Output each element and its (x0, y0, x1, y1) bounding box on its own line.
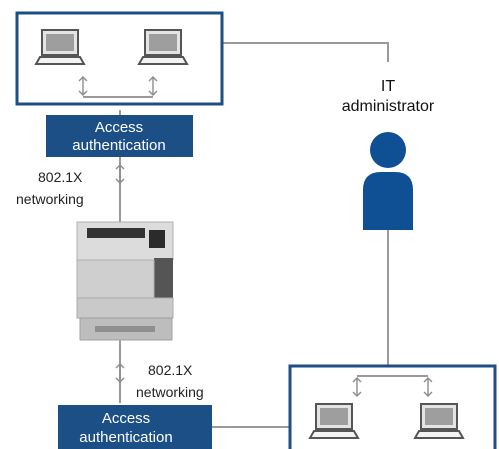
laptop-icon (414, 403, 464, 439)
laptop-icon (35, 29, 85, 65)
upper-protocol-line2: networking (16, 191, 84, 207)
lower-protocol-line1: 802.1X (148, 362, 193, 378)
laptop-icon (309, 403, 359, 439)
double-arrow-icon (115, 164, 125, 184)
top-auth-line1: Access (95, 119, 143, 136)
printer-icon (76, 221, 174, 341)
bottom-auth-line2: authentication (79, 429, 172, 446)
bottom-auth-line1: Access (102, 410, 150, 427)
bottom-access-authentication-box: Access authentication (58, 405, 212, 449)
laptop-icon (138, 29, 188, 65)
top-access-authentication-box: Access authentication (46, 115, 193, 157)
admin-line2: administrator (342, 98, 435, 115)
upper-protocol-line1: 802.1X (38, 169, 83, 185)
top-frame-to-admin-line (222, 42, 389, 62)
admin-line1: IT (381, 78, 395, 95)
double-arrow-icon (115, 363, 125, 383)
person-icon (363, 132, 413, 230)
top-auth-line2: authentication (72, 137, 165, 154)
lower-protocol-line2: networking (136, 384, 204, 400)
